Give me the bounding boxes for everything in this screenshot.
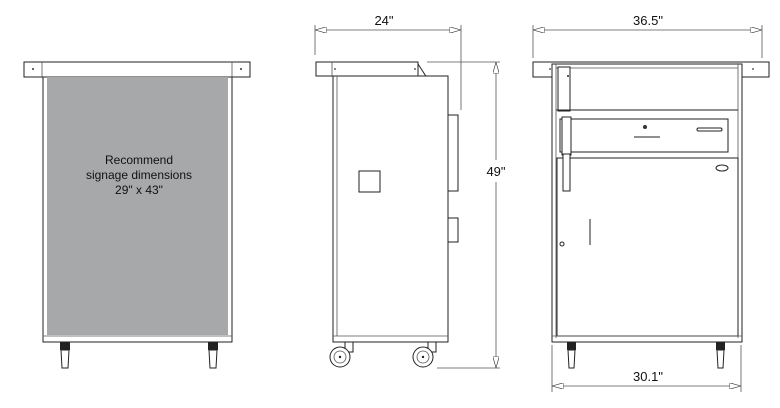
height-label: 49" <box>486 164 505 179</box>
door-vent-icon <box>715 164 729 172</box>
depth-label: 24" <box>374 13 393 28</box>
caster-right-icon <box>716 342 725 369</box>
side-panel-bracket <box>447 114 459 192</box>
signage-text-2: signage dimensions <box>86 168 192 182</box>
signage-text-3: 29" x 43" <box>115 183 163 197</box>
caster-left-icon <box>567 342 576 369</box>
side-body <box>332 75 449 343</box>
door-lock-icon <box>559 241 565 247</box>
wheel-left-icon <box>329 341 354 368</box>
cabinet-door[interactable] <box>556 157 739 337</box>
signage-panel <box>47 77 228 335</box>
drawer-lock-icon <box>643 125 647 129</box>
drawer[interactable] <box>559 118 729 153</box>
front-top-bar <box>23 61 251 78</box>
side-access-plate <box>358 170 381 193</box>
rear-view: 36.5" 30.1" <box>532 13 770 392</box>
side-lower-bracket <box>447 217 459 243</box>
side-view: 24" 49" <box>314 13 506 369</box>
signage-text-1: Recommend <box>105 153 173 167</box>
front-view: Recommend signage dimensions 29" x 43" <box>23 61 251 369</box>
caster-left-icon <box>60 342 70 369</box>
caster-right-icon <box>208 342 218 369</box>
top-width-label: 36.5" <box>633 13 663 28</box>
base-width-label: 30.1" <box>633 369 663 384</box>
wheel-right-icon <box>412 341 437 368</box>
side-top-bar <box>315 61 419 77</box>
